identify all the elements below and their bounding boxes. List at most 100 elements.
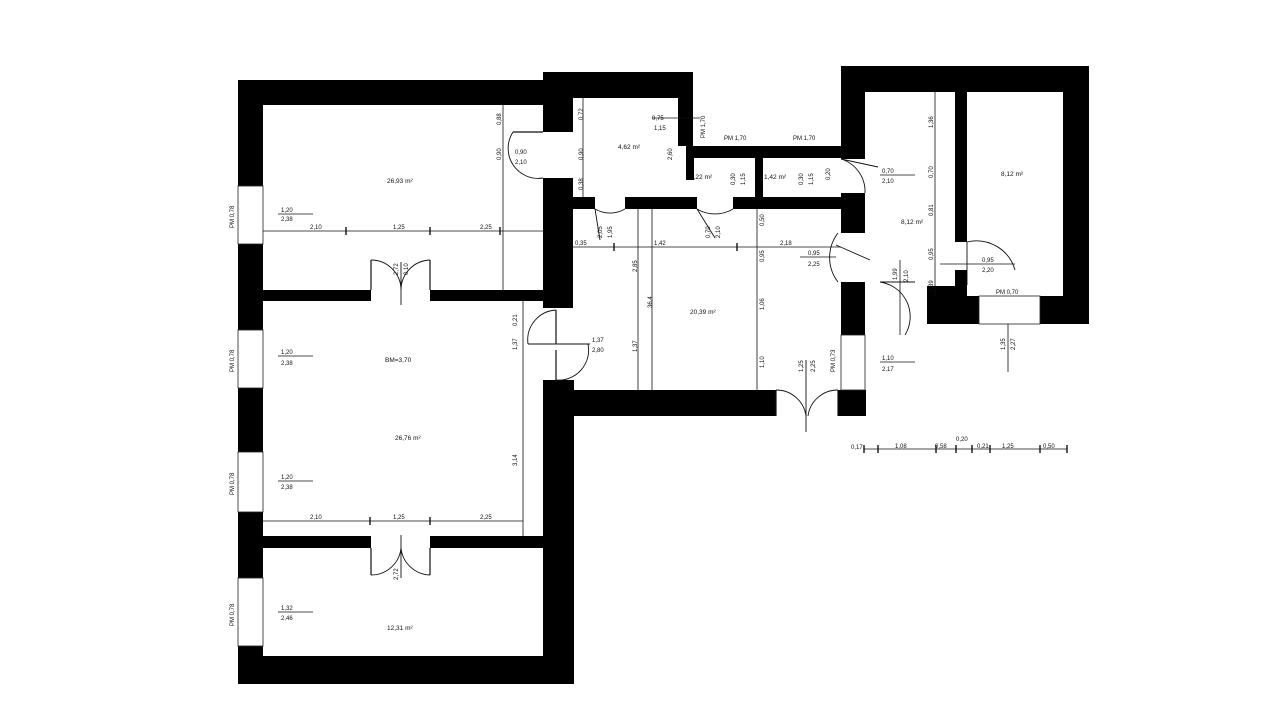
- vdim-3: 0,90: [497, 148, 503, 160]
- dim-row1-c: 2,25: [480, 225, 492, 231]
- vdim-23: 0,81: [929, 204, 935, 216]
- vdim-2: 0,72: [579, 108, 585, 120]
- vdim-26: 2,10: [904, 270, 910, 282]
- win4-w: 1,32: [281, 606, 293, 612]
- win2-w: 1,20: [281, 350, 293, 356]
- vdim-12: 1,37: [513, 338, 519, 350]
- pm-top1: PM 1,70: [724, 136, 747, 142]
- dim-mid-a: 0,35: [575, 241, 587, 247]
- win3-h: 2,38: [281, 485, 293, 491]
- area-corridor-right: 8,12 m²: [901, 219, 924, 226]
- scale-5: 1,25: [1002, 444, 1014, 450]
- win2-h: 2,38: [281, 361, 293, 367]
- pm-right-side: PM 0,73: [831, 349, 837, 372]
- dimension-labels: 2,10 1,25 2,25 2,10 1,25 2,25 0,35 1,42 …: [281, 116, 1019, 622]
- door-r1-w: 0,70: [882, 169, 894, 175]
- win1-w: 1,20: [281, 208, 293, 214]
- vertical-labels: PM 0,78 PM 0,78 PM 0,78 PM 0,78 PM 1,70 …: [230, 108, 1017, 626]
- door-hall-w: 1,37: [592, 338, 604, 344]
- walls: [238, 66, 1089, 684]
- door-r4-w: 1,10: [882, 356, 894, 362]
- door-r3-w: 0,95: [982, 258, 994, 264]
- dim-row2-b: 1,25: [393, 515, 405, 521]
- area-top-small: 4,62 m²: [618, 144, 641, 151]
- vdim-29: 1,15: [741, 173, 747, 185]
- dimension-lines: [263, 92, 1015, 613]
- door-r2-h: 2,25: [808, 262, 820, 268]
- vdim-31: 1,15: [809, 173, 815, 185]
- label-big-room: BM=3,70: [385, 357, 412, 364]
- door-exterior: [775, 360, 839, 432]
- vdim-13: 0,95: [760, 250, 766, 262]
- window-6: [840, 334, 866, 391]
- scale-4: 0,21: [977, 444, 989, 450]
- door-top-h: 1,15: [654, 126, 666, 132]
- area-wc2: 1,42 m²: [764, 174, 787, 181]
- window-1: [237, 185, 264, 245]
- door-top-left: [507, 131, 544, 179]
- window-2: [237, 329, 264, 389]
- dim-mid-b: 1,42: [654, 241, 666, 247]
- vdim-35: 2,10: [716, 226, 722, 238]
- scale-3: 0,58: [935, 444, 947, 450]
- vdim-18: 1,25: [799, 360, 805, 372]
- scale-bar: 0,20 0,17 1,08 0,58 0,21 1,25 0,50: [851, 437, 1068, 453]
- area-top-left: 26,93 m²: [387, 178, 413, 185]
- win4-h: 2,46: [281, 616, 293, 622]
- vdim-25: 0,39: [929, 280, 935, 292]
- door-top-w: 0,75: [652, 116, 664, 122]
- vdim-28: 0,30: [731, 173, 737, 185]
- area-room-right: 8,12 m²: [1001, 171, 1024, 178]
- door-b: 2,10: [515, 160, 527, 166]
- vdim-24: 0,95: [929, 248, 935, 260]
- vdim-4: 0,90: [579, 148, 585, 160]
- door-double-2: [370, 535, 431, 578]
- door-r4-h: 2,17: [882, 367, 894, 373]
- win1-h: 2,38: [281, 217, 293, 223]
- window-5: [978, 295, 1041, 325]
- scale-2: 1,08: [895, 444, 907, 450]
- vdim-7: 2,85: [633, 260, 639, 272]
- vdim-10: 3,14: [513, 454, 519, 466]
- room-labels: 26,93 m² 4,62 m² 1,22 m² 1,42 m² 8,12 m²…: [385, 144, 1024, 632]
- dim-row2-a: 2,10: [310, 515, 322, 521]
- doors: [370, 131, 1016, 578]
- pm-w2: PM 0,78: [230, 349, 236, 372]
- vdim-20: 1,35: [1001, 338, 1007, 350]
- vdim-22: 0,70: [929, 166, 935, 178]
- pm-w4: PM 0,78: [230, 603, 236, 626]
- dim-row1-a: 2,10: [310, 225, 322, 231]
- vdim-15: 1,10: [760, 356, 766, 368]
- vdim-30: 0,30: [799, 173, 805, 185]
- door-r1-h: 2,10: [882, 179, 894, 185]
- pm-right: PM 0,70: [996, 290, 1019, 296]
- pm-w1: PM 0,78: [230, 205, 236, 228]
- door-hall: [527, 309, 590, 381]
- vdim-16: 0,50: [760, 214, 766, 226]
- dim-row1-b: 1,25: [393, 225, 405, 231]
- vdim-38: 2,72: [394, 568, 400, 580]
- vdim-17: 2,25: [811, 360, 817, 372]
- dim-row2-c: 2,25: [480, 515, 492, 521]
- door-hall-h: 2,80: [592, 348, 604, 354]
- win3-w: 1,20: [281, 475, 293, 481]
- window-3: [237, 451, 264, 513]
- scale-1: 0,17: [851, 445, 863, 451]
- door-double-1: [370, 259, 431, 305]
- dim-mid-c: 2,18: [780, 241, 792, 247]
- pm-w3: PM 0,78: [230, 472, 236, 495]
- vdim-33: 1,95: [608, 226, 614, 238]
- vdim-1: 0,88: [497, 113, 503, 125]
- vdim-32: 2,05: [598, 226, 604, 238]
- pm-top2: PM 1,70: [793, 136, 816, 142]
- vdim-27: 1,99: [893, 268, 899, 280]
- vdim-34: 0,70: [706, 226, 712, 238]
- vdim-11: 0,21: [513, 314, 519, 326]
- area-big-room: 26,76 m²: [395, 435, 421, 442]
- door-r3-h: 2,20: [982, 268, 994, 274]
- window-4: [237, 577, 264, 647]
- area-bottom-room: 12,31 m²: [387, 625, 413, 632]
- door-a: 0,90: [515, 150, 527, 156]
- scale-top: 0,20: [956, 437, 968, 443]
